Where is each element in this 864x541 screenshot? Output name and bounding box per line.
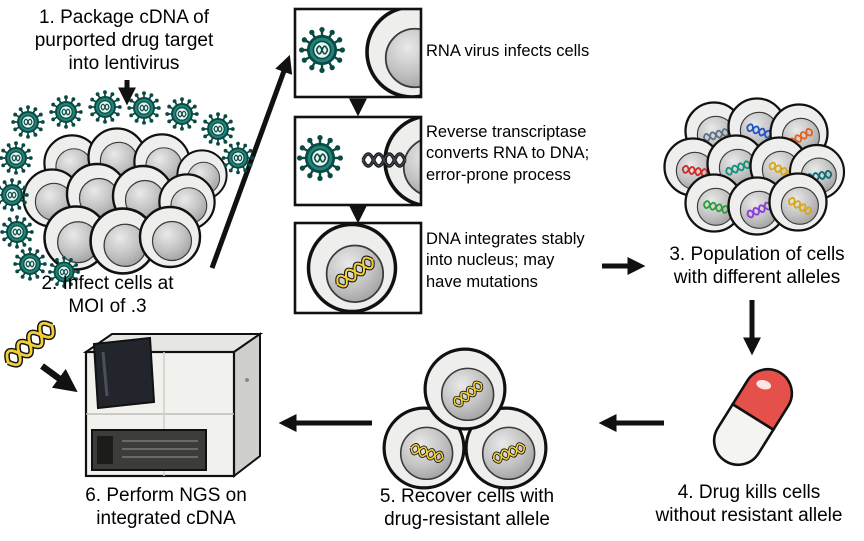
text-line: 5. Recover cells with [379, 486, 555, 507]
text-line: error-prone process [426, 165, 571, 184]
cell [306, 223, 398, 313]
resistant-cells-group [382, 347, 548, 490]
lentivirus-icon [164, 96, 200, 132]
lentivirus-icon [48, 94, 84, 130]
sequencer-screen [92, 336, 156, 410]
panel3-caption: DNA integrates stably into nucleus; may … [426, 229, 618, 293]
cell [138, 205, 202, 269]
text-line: with different alleles [673, 267, 841, 289]
text-line: 2. Infect cells at [41, 273, 174, 294]
panel1-caption: RNA virus infects cells [426, 41, 606, 62]
panel-dna-integration [293, 221, 423, 315]
text-line: into nucleus; may [426, 251, 555, 270]
step1-label: 1. Package cDNA of purported drug target… [6, 6, 242, 76]
text-line: without resistant allele [655, 505, 843, 527]
text-line: 1. Package cDNA of [38, 7, 210, 28]
panel-reverse-transcription [293, 115, 423, 207]
text-line: DNA integrates stably [426, 230, 585, 248]
step5-label: 5. Recover cells with drug-resistant all… [342, 485, 592, 531]
step2-label: 2. Infect cells at MOI of .3 [15, 272, 200, 318]
allele-population-cluster [663, 97, 846, 236]
text-line: 3. Population of cells [669, 244, 845, 265]
lentivirus-icon [10, 104, 46, 140]
panel2-caption: Reverse transcriptase converts RNA to DN… [426, 122, 618, 186]
lentivirus-icon [126, 90, 162, 126]
text-line: Reverse transcriptase [426, 123, 587, 141]
text-line: drug-resistant allele [384, 509, 550, 531]
lentivirus-icon [0, 214, 35, 250]
text-line: integrated cDNA [96, 508, 236, 530]
text-line: 6. Perform NGS on [85, 485, 247, 506]
lentivirus-icon [200, 111, 236, 147]
step4-label: 4. Drug kills cells without resistant al… [636, 481, 862, 527]
arrow-dna-to-machine [40, 363, 78, 393]
step6-label: 6. Perform NGS on integrated cDNA [50, 484, 282, 530]
text-line: converts RNA to DNA; [426, 144, 590, 163]
text-line: 4. Drug kills cells [677, 482, 821, 503]
step3-label: 3. Population of cells with different al… [650, 243, 864, 289]
ngs-sequencer [82, 332, 264, 479]
panel-rna-infection [293, 7, 423, 99]
text-line: into lentivirus [68, 53, 180, 75]
drug-pill-icon [712, 367, 794, 467]
text-line: MOI of .3 [68, 296, 147, 318]
text-line: have mutations [426, 272, 538, 291]
lentivirus-icon [87, 89, 123, 125]
lentivirus-icon [0, 140, 34, 176]
text-line: purported drug target [34, 30, 214, 52]
cdna-sample-icon [3, 319, 57, 368]
cell [423, 347, 507, 431]
text-line: RNA virus infects cells [426, 42, 590, 60]
